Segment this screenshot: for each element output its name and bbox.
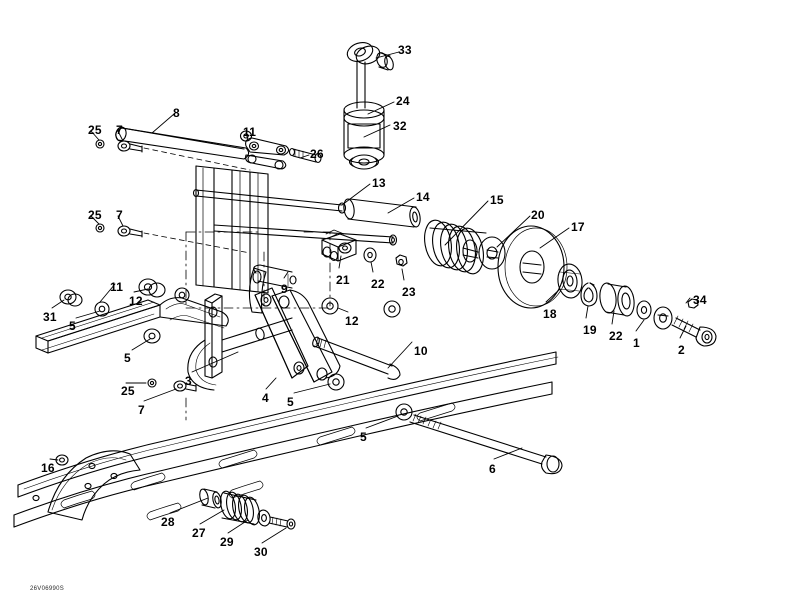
callout-11-upper: 11	[243, 125, 257, 139]
callout-12-right: 12	[345, 314, 359, 328]
callout-7-lower: 7	[138, 403, 145, 417]
callout-4: 4	[262, 391, 269, 405]
callout-31: 31	[43, 310, 57, 324]
callout-23: 23	[402, 285, 416, 299]
callout-25-mid: 25	[88, 208, 102, 222]
callout-25-upper: 25	[88, 123, 102, 137]
callout-9: 9	[281, 282, 288, 296]
diagram-part-number-stamp: 26V06990S	[30, 586, 65, 592]
callout-2: 2	[678, 343, 685, 357]
callout-11-lower: 11	[110, 280, 124, 294]
callout-7-mid: 7	[116, 208, 123, 222]
callout-10: 10	[414, 344, 428, 358]
callout-33: 33	[398, 43, 412, 57]
callout-29: 29	[220, 535, 234, 549]
callout-20: 20	[531, 208, 545, 222]
callout-5-a: 5	[69, 319, 76, 333]
callout-5-d: 5	[360, 430, 367, 444]
callout-15: 15	[490, 193, 504, 207]
callout-8: 8	[173, 106, 180, 120]
callout-25-lower: 25	[121, 384, 135, 398]
callout-12-left: 12	[129, 294, 143, 308]
callout-18: 18	[543, 307, 557, 321]
callout-1: 1	[633, 336, 640, 350]
callout-13: 13	[372, 176, 386, 190]
callout-27: 27	[192, 526, 206, 540]
callout-14: 14	[416, 190, 430, 204]
callout-17: 17	[571, 220, 585, 234]
callout-19: 19	[583, 323, 597, 337]
callout-5-c: 5	[287, 395, 294, 409]
callout-3: 3	[185, 374, 192, 388]
callout-30: 30	[254, 545, 268, 559]
callout-28: 28	[161, 515, 175, 529]
callout-24: 24	[396, 94, 410, 108]
callout-21: 21	[336, 273, 350, 287]
callout-22-right: 22	[609, 329, 623, 343]
callout-22-left: 22	[371, 277, 385, 291]
callout-34: 34	[693, 293, 707, 307]
callout-7-upper: 7	[116, 123, 123, 137]
callout-26: 26	[310, 147, 324, 161]
callout-16: 16	[41, 461, 55, 475]
callout-32: 32	[393, 119, 407, 133]
callout-5-b: 5	[124, 351, 131, 365]
callout-6: 6	[489, 462, 496, 476]
